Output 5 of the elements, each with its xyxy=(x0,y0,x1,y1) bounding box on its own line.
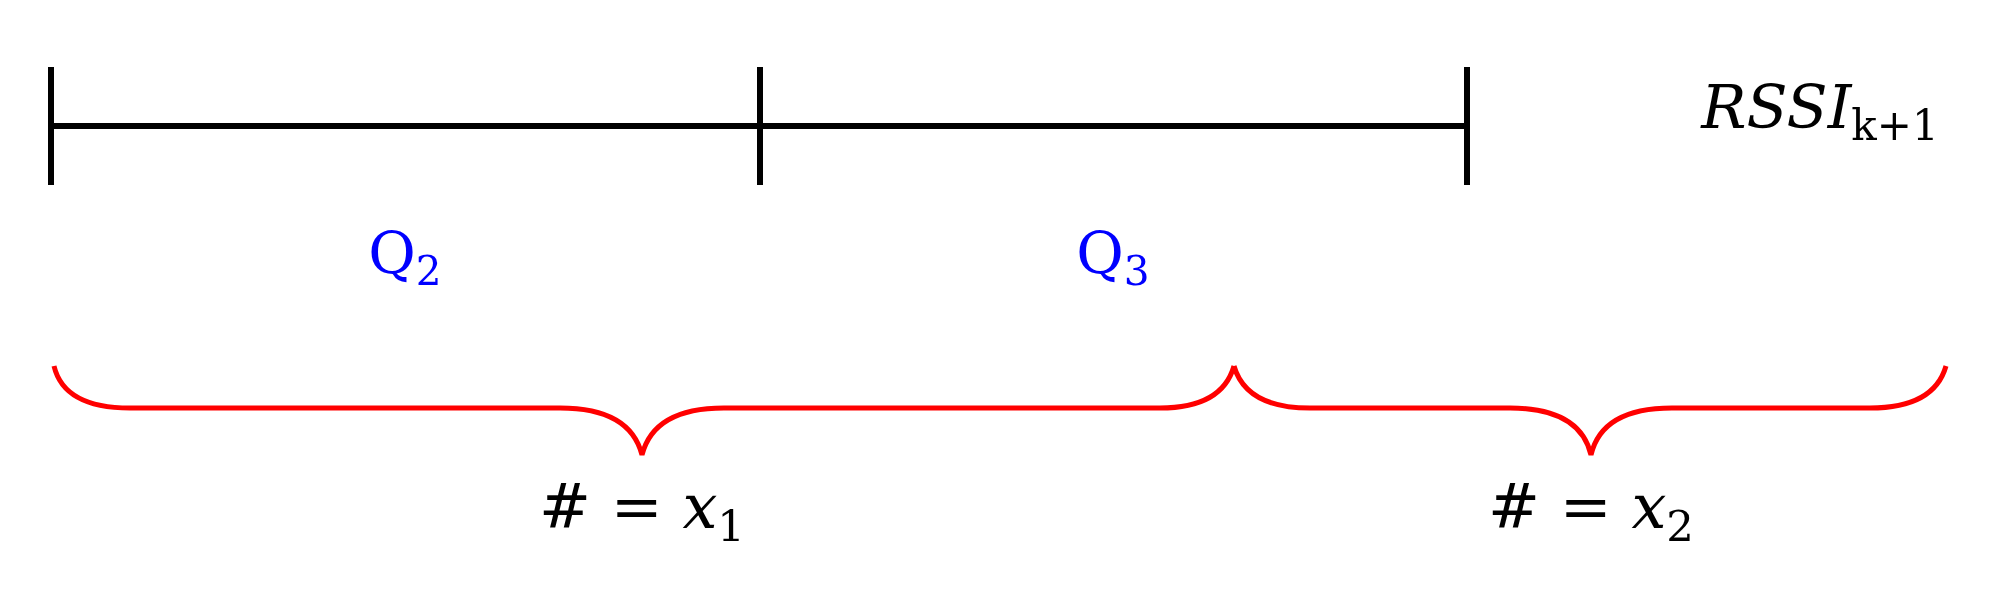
interval-label: Q$_{2}$ xyxy=(368,224,442,292)
interval-label: Q$_{3}$ xyxy=(1076,224,1150,292)
count-label: # = x$_{1}$ xyxy=(539,475,745,549)
count-label: # = x$_{2}$ xyxy=(1488,475,1694,549)
axis-label: RSSI$_{k+1}$ xyxy=(1701,76,1939,148)
